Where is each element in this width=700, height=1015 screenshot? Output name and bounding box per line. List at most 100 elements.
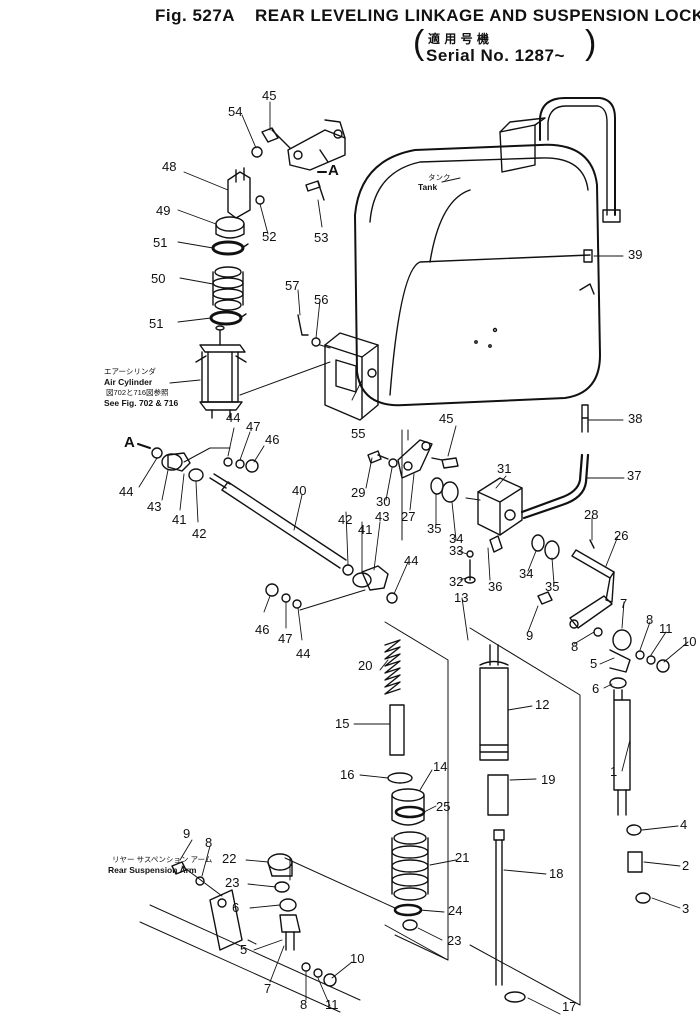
callout-44: 44 [404, 553, 419, 568]
callout-12: 12 [535, 697, 550, 712]
callout-34: 34 [449, 531, 464, 546]
applicable-serial-jp: 適 用 号 機 [428, 32, 490, 46]
callout-56: 56 [314, 292, 329, 307]
callout-41: 41 [358, 522, 373, 537]
bracket-drawing [324, 332, 379, 421]
callout-25: 25 [436, 799, 451, 814]
rear-suspension-arm-drawing [139, 853, 361, 1013]
callout-35: 35 [545, 579, 560, 594]
bracket-31-drawing [430, 477, 560, 584]
callout-43: 43 [375, 509, 390, 524]
damper-drawing [479, 644, 526, 1003]
callout-28: 28 [584, 507, 599, 522]
tank-drawing [354, 97, 621, 407]
figure-number: Fig. 527A [155, 6, 236, 25]
callout-26: 26 [614, 528, 629, 543]
callout-2: 2 [682, 858, 690, 873]
callout-32: 32 [449, 574, 464, 589]
see-fig-caption-jp: 図702と716図参照 [106, 388, 169, 397]
leader-lines [138, 101, 689, 1015]
callout-7: 7 [264, 981, 272, 996]
rod-1-drawing [609, 677, 651, 904]
air-cylinder-caption: Air Cylinder [104, 377, 153, 387]
callout-53: 53 [314, 230, 329, 245]
callout-8: 8 [300, 997, 308, 1012]
rear-arm-caption-jp: リヤー サスペンション アーム [112, 855, 213, 864]
callout-54: 54 [228, 104, 243, 119]
air-cylinder-caption-jp: エアーシリンダ [104, 367, 156, 376]
callout-35: 35 [427, 521, 442, 536]
callout-6: 6 [232, 900, 240, 915]
serial-number-range: Serial No. 1287~ [426, 46, 565, 65]
callout-43: 43 [147, 499, 162, 514]
callout-45: 45 [262, 88, 277, 103]
callout-6: 6 [592, 681, 600, 696]
callout-51: 51 [153, 235, 168, 250]
callout-37: 37 [627, 468, 642, 483]
lever-drawing [367, 429, 459, 541]
rear-arm-caption: Rear Suspension Arm [108, 865, 197, 875]
callout-8: 8 [646, 612, 654, 627]
callout-45: 45 [439, 411, 454, 426]
callout-5: 5 [590, 656, 598, 671]
callout-42: 42 [192, 526, 207, 541]
callout-47: 47 [278, 631, 293, 646]
bellows-stack-drawing [209, 216, 249, 326]
callout-33: 33 [449, 543, 464, 558]
callout-55: 55 [351, 426, 366, 441]
callout-9: 9 [526, 628, 534, 643]
callout-18: 18 [549, 866, 564, 881]
callout-20: 20 [358, 658, 373, 673]
callout-52: 52 [262, 229, 277, 244]
callout-7: 7 [620, 596, 628, 611]
callout-5: 5 [240, 942, 248, 957]
callout-29: 29 [351, 485, 366, 500]
callout-8: 8 [205, 835, 213, 850]
see-fig-caption: See Fig. 702 & 716 [104, 398, 179, 408]
callout-14: 14 [433, 759, 448, 774]
callout-44: 44 [119, 484, 134, 499]
callout-57: 57 [285, 278, 300, 293]
callout-16: 16 [340, 767, 355, 782]
callout-1: 1 [610, 764, 618, 779]
callout-34: 34 [519, 566, 534, 581]
callout-46: 46 [255, 622, 270, 637]
open-paren-mark: ( [413, 24, 425, 62]
callout-24: 24 [448, 903, 463, 918]
lever-26-drawing [537, 539, 670, 673]
callout-51: 51 [149, 316, 164, 331]
callout-48: 48 [162, 159, 177, 174]
callout-50: 50 [151, 271, 166, 286]
callout-49: 49 [156, 203, 171, 218]
callout-11: 11 [659, 621, 673, 636]
callout-23: 23 [447, 933, 462, 948]
close-paren-mark: ) [585, 24, 597, 62]
air-cylinder-drawing [195, 325, 247, 419]
callout-47: 47 [246, 419, 261, 434]
callout-38: 38 [628, 411, 643, 426]
callout-13: 13 [454, 590, 469, 605]
callout-21: 21 [455, 850, 470, 865]
callout-40: 40 [292, 483, 307, 498]
callout-10: 10 [350, 951, 365, 966]
callout-11: 11 [325, 997, 339, 1012]
callout-22: 22 [222, 851, 237, 866]
callout-9: 9 [183, 826, 191, 841]
ref-mark-a-top: A [328, 162, 339, 179]
callout-4: 4 [680, 817, 688, 832]
tank-caption-jp: タンク [428, 173, 451, 182]
callout-15: 15 [335, 716, 350, 731]
callout-19: 19 [541, 772, 556, 787]
callout-31: 31 [497, 461, 512, 476]
callout-41: 41 [172, 512, 187, 527]
callout-23: 23 [225, 875, 240, 890]
callout-10: 10 [682, 634, 697, 649]
callout-3: 3 [682, 901, 690, 916]
callout-17: 17 [562, 999, 577, 1014]
spring-stack-drawing [384, 639, 429, 931]
callout-30: 30 [376, 494, 391, 509]
top-linkage-drawing [251, 119, 346, 201]
tank-caption: Tank [418, 182, 438, 192]
callout-8: 8 [571, 639, 579, 654]
